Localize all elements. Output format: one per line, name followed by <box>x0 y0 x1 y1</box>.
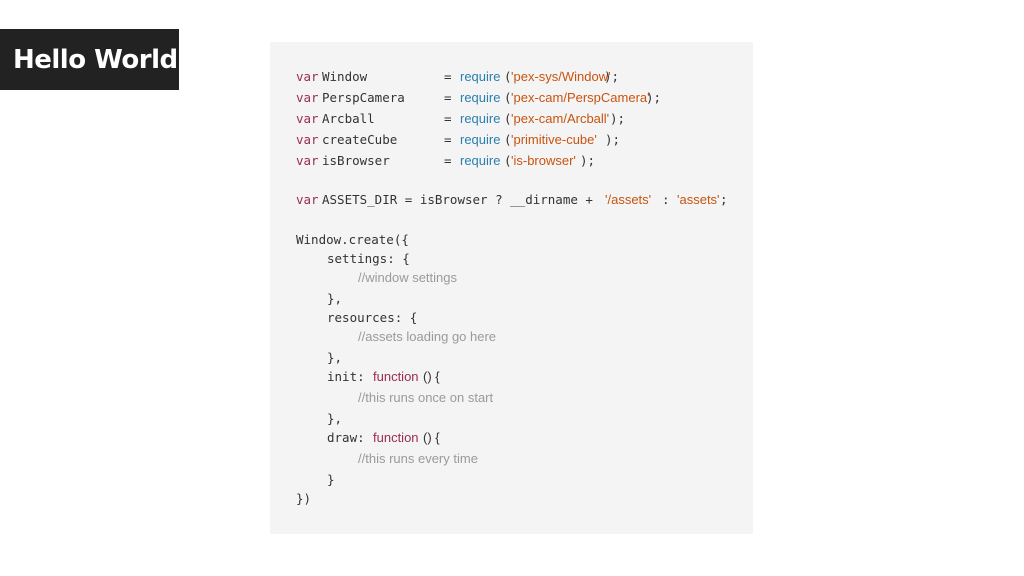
require-call: require <box>460 69 501 84</box>
code-line-init-open: init: function () { <box>327 367 440 387</box>
assign-operator: = <box>444 153 452 168</box>
ternary-colon: : <box>662 192 670 207</box>
open-paren: ( <box>504 69 512 84</box>
line-end: ); <box>605 132 621 147</box>
line-end: ; <box>720 192 728 207</box>
keyword-var: var <box>296 132 319 147</box>
require-call: require <box>460 90 501 105</box>
property-label: draw: <box>327 430 365 445</box>
string-literal: '/assets' <box>605 192 652 207</box>
code-line-require-isbrowser: var isBrowser = require ( 'is-browser' )… <box>296 151 595 171</box>
code-line-create-open: Window.create({ <box>296 232 409 247</box>
code-line-create-close: }) <box>296 491 312 506</box>
line-end: ); <box>580 153 596 168</box>
code-line-require-window: var Window = require ( 'pex-sys/Window' … <box>296 67 619 87</box>
code-line-require-perspcamera: var PerspCamera = require ( 'pex-cam/Per… <box>296 88 661 108</box>
code-line-require-arcball: var Arcball = require ( 'pex-cam/Arcball… <box>296 109 625 129</box>
string-literal: 'pex-sys/Window' <box>511 69 611 84</box>
line-end: ); <box>604 69 620 84</box>
keyword-function: function <box>373 430 419 445</box>
code-comment: //this runs once on start <box>358 390 494 405</box>
line-end: ); <box>610 111 626 126</box>
code-line-resources-open: resources: { <box>327 310 418 325</box>
open-paren: ( <box>504 90 512 105</box>
require-call: require <box>460 153 501 168</box>
code-line-require-createcube: var createCube = require ( 'primitive-cu… <box>296 130 620 150</box>
code-comment: //assets loading go here <box>358 329 497 344</box>
keyword-var: var <box>296 192 319 207</box>
slide-title: Hello World <box>0 29 179 90</box>
string-literal: 'primitive-cube' <box>511 132 597 147</box>
function-signature: () { <box>423 430 440 445</box>
keyword-function: function <box>373 369 419 384</box>
code-line-settings-open: settings: { <box>327 251 410 266</box>
keyword-var: var <box>296 153 319 168</box>
keyword-var: var <box>296 69 319 84</box>
assets-expression: ASSETS_DIR = isBrowser ? __dirname + <box>322 192 593 207</box>
identifier: isBrowser <box>322 153 390 168</box>
function-signature: () { <box>423 369 440 384</box>
code-line-close-block: }, <box>327 350 343 365</box>
code-comment: //window settings <box>358 270 457 285</box>
identifier: Arcball <box>322 111 375 126</box>
code-line-draw-open: draw: function () { <box>327 428 440 448</box>
string-literal: 'pex-cam/PerspCamera' <box>511 90 650 105</box>
assign-operator: = <box>444 69 452 84</box>
string-literal: 'assets' <box>677 192 720 207</box>
require-call: require <box>460 132 501 147</box>
open-paren: ( <box>504 132 512 147</box>
identifier: createCube <box>322 132 398 147</box>
code-line-close-brace: } <box>327 472 335 487</box>
string-literal: 'is-browser' <box>511 153 576 168</box>
code-line-assets-dir: var ASSETS_DIR = isBrowser ? __dirname +… <box>296 190 728 210</box>
assign-operator: = <box>444 132 452 147</box>
identifier: PerspCamera <box>322 90 405 105</box>
line-end: ); <box>646 90 662 105</box>
string-literal: 'pex-cam/Arcball' <box>511 111 610 126</box>
assign-operator: = <box>444 90 452 105</box>
keyword-var: var <box>296 111 319 126</box>
open-paren: ( <box>504 153 512 168</box>
keyword-var: var <box>296 90 319 105</box>
code-line-close-block: }, <box>327 291 343 306</box>
require-call: require <box>460 111 501 126</box>
property-label: init: <box>327 369 365 384</box>
identifier: Window <box>322 69 368 84</box>
code-comment: //this runs every time <box>358 451 478 466</box>
assign-operator: = <box>444 111 452 126</box>
code-block: var Window = require ( 'pex-sys/Window' … <box>270 42 753 534</box>
open-paren: ( <box>504 111 512 126</box>
code-line-close-block: }, <box>327 411 343 426</box>
